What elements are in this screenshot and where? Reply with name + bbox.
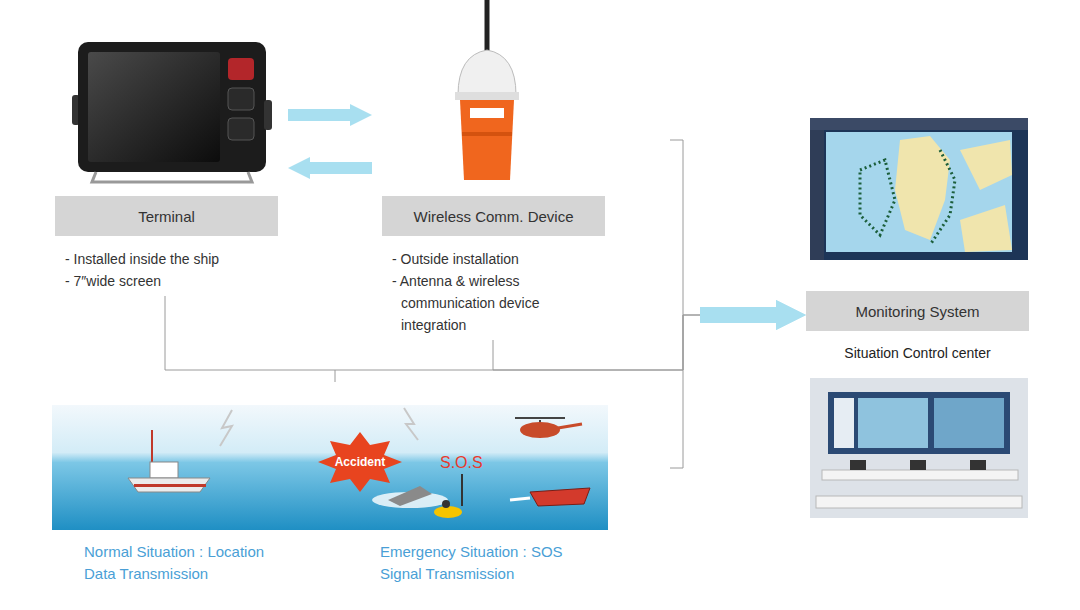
video-wall-map xyxy=(858,398,928,448)
connector xyxy=(288,162,372,174)
boat-hull xyxy=(128,478,210,492)
signal-bolt xyxy=(404,408,418,440)
terminal-device xyxy=(72,42,272,182)
survivor-head xyxy=(442,500,450,508)
arrow-shaft xyxy=(700,307,778,323)
survivor xyxy=(434,506,462,518)
control-room-photo xyxy=(810,378,1028,518)
video-wall xyxy=(828,392,1010,454)
rotor xyxy=(515,417,565,419)
device-screen xyxy=(88,52,220,162)
desk-monitor xyxy=(850,460,866,470)
helicopter xyxy=(520,422,560,438)
wreck xyxy=(388,486,432,506)
desk-monitor xyxy=(910,460,926,470)
wireless-beacon xyxy=(455,0,519,180)
device-button xyxy=(228,58,254,80)
sos-label: S.O.S xyxy=(440,452,483,474)
node-detail: Situation Control center xyxy=(806,345,1029,361)
wake xyxy=(510,498,530,500)
node-heading: Monitoring System xyxy=(806,291,1029,331)
desk-monitor xyxy=(970,460,986,470)
node-detail: - Outside installation xyxy=(392,248,562,270)
component-node: Monitoring SystemSituation Control cente… xyxy=(806,291,1029,365)
bracket-line xyxy=(670,140,683,468)
beacon-body xyxy=(460,100,514,180)
boat-cabin xyxy=(150,462,178,478)
accident-burst xyxy=(318,432,402,492)
node-detail: - Installed inside the ship xyxy=(65,248,275,270)
connector xyxy=(288,109,372,121)
map-land xyxy=(895,136,950,240)
signal-bolt xyxy=(220,410,232,446)
device-button xyxy=(228,88,254,110)
video-wall-panel xyxy=(834,398,854,448)
accident-label: Accident xyxy=(335,451,386,473)
situation-caption: Normal Situation : Location Data Transmi… xyxy=(84,541,296,585)
beacon-ring xyxy=(455,92,519,100)
screen-toolbar xyxy=(810,118,1028,130)
connector-group xyxy=(165,115,806,370)
boat-stripe xyxy=(134,484,206,487)
desk xyxy=(816,496,1022,508)
sos-beacon xyxy=(461,474,463,506)
situation-caption: Emergency Situation : SOS Signal Transmi… xyxy=(380,541,590,585)
bracket-line xyxy=(335,370,336,382)
connector xyxy=(493,315,806,370)
node-detail: - 7″wide screen xyxy=(65,270,275,292)
screen-frame xyxy=(810,118,1028,260)
device-housing xyxy=(78,42,266,172)
device-button xyxy=(228,118,254,140)
device-stand xyxy=(92,172,252,182)
monitor-screen xyxy=(810,118,1028,260)
node-heading: Terminal xyxy=(55,196,278,236)
photo-room xyxy=(810,378,1028,518)
desk xyxy=(822,470,1018,480)
ship-dots xyxy=(930,150,955,245)
sea-scene xyxy=(52,405,608,530)
component-node: Terminal - Installed inside the ship- 7″w… xyxy=(55,40,288,296)
screen-map xyxy=(826,132,1012,252)
beacon-dome xyxy=(458,50,516,95)
device-knob xyxy=(264,100,272,130)
screen-sidebar xyxy=(810,130,824,260)
beacon-band xyxy=(462,132,512,136)
map-land xyxy=(960,140,1012,190)
component-node: Wireless Comm. Device - Outside installat… xyxy=(372,40,605,340)
ship-dots xyxy=(860,160,895,235)
node-detail: - Antenna & wireless communication devic… xyxy=(392,270,562,336)
map-land xyxy=(960,205,1012,252)
rescue-boat xyxy=(530,488,590,506)
helicopter-tail xyxy=(558,424,582,428)
sea-band xyxy=(52,405,608,530)
beacon-cable xyxy=(485,0,490,52)
video-wall-map xyxy=(934,398,1004,448)
node-heading: Wireless Comm. Device xyxy=(382,196,605,236)
beacon-plate xyxy=(470,108,504,118)
